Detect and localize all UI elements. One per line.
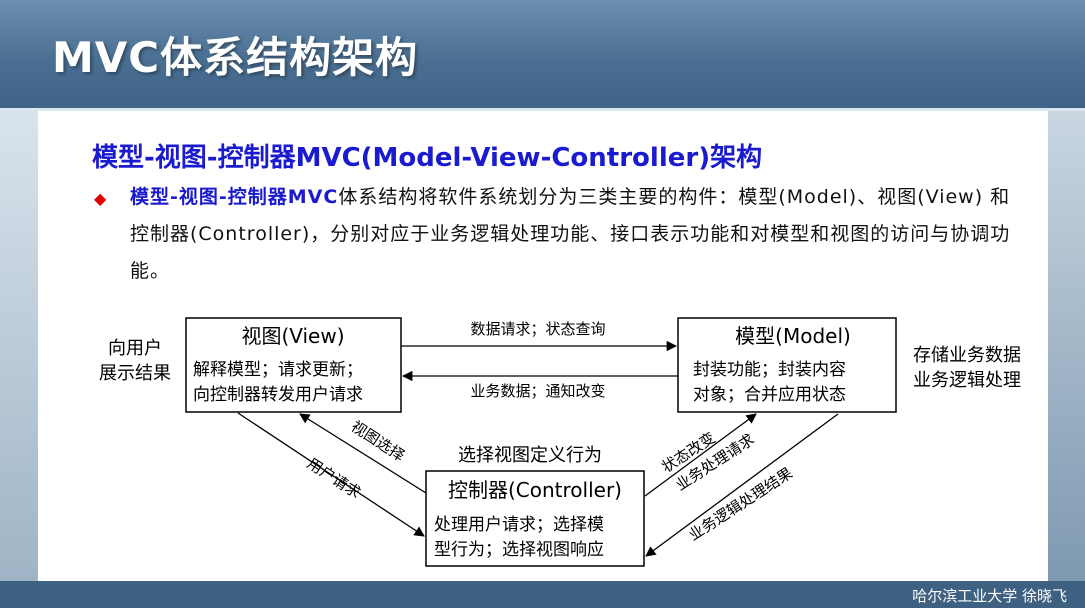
section-heading: 模型-视图-控制器MVC(Model-View-Controller)架构 [92,143,763,173]
controller-box-title: 控制器(Controller) [448,478,622,502]
arrow-controller-to-model [644,413,757,497]
arrow-view-to-controller [237,412,425,537]
view-box-line-2: 向控制器转发用户请求 [193,385,363,405]
label-above-controller: 选择视图定义行为 [458,445,602,466]
label-controller-to-view: 视图选择 [348,417,408,465]
left-note-line-2: 展示结果 [99,363,171,384]
controller-box-line-2: 型行为；选择视图响应 [434,540,604,560]
right-decor-band [1048,111,1085,581]
header-bar: MVC体系结构架构 [0,0,1085,111]
footer-credit: 哈尔滨工业大学 徐晓飞 [912,587,1067,605]
diamond-bullet-icon: ◆ [94,189,107,208]
label-view-to-model: 数据请求；状态查询 [470,320,605,338]
slide-title: MVC体系结构架构 [52,33,419,82]
label-view-to-controller: 用户请求 [304,454,364,502]
view-box-line-1: 解释模型；请求更新； [193,360,363,380]
view-component: 视图(View) 解释模型；请求更新； 向控制器转发用户请求 [185,317,402,413]
right-note-line-1: 存储业务数据 [913,345,1021,366]
view-box [185,317,402,413]
left-note-line-1: 向用户 [108,338,162,359]
arrow-model-to-controller [645,413,839,557]
bullet-paragraph: 模型-视图-控制器MVC体系结构将软件系统划分为三类主要的构件：模型(Model… [130,179,1018,290]
controller-box [425,470,645,567]
arrow-controller-to-view [299,413,427,494]
model-component: 模型(Model) 封装功能；封装内容 对象；合并应用状态 [677,317,897,413]
bullet-lead-text: 模型-视图-控制器MVC [130,186,339,208]
controller-box-line-1: 处理用户请求；选择模 [434,515,604,535]
mvc-diagram: 视图(View) 解释模型；请求更新； 向控制器转发用户请求 模型(Model)… [99,317,1021,567]
label-model-to-view: 业务数据；通知改变 [470,382,605,400]
right-note-line-2: 业务逻辑处理 [913,370,1021,391]
model-box-line-1: 封装功能；封装内容 [693,360,846,380]
model-box-line-2: 对象；合并应用状态 [693,385,846,405]
content-area: 模型-视图-控制器MVC(Model-View-Controller)架构 ◆ … [38,111,1048,581]
left-decor-band [0,111,38,581]
bullet-body-text: 体系结构将软件系统划分为三类主要的构件：模型(Model)、视图(View) 和… [130,186,1011,282]
footer-bar: 哈尔滨工业大学 徐晓飞 [0,581,1085,608]
controller-component: 控制器(Controller) 处理用户请求；选择模 型行为；选择视图响应 [425,470,645,567]
view-box-title: 视图(View) [241,324,344,348]
model-box [677,317,897,413]
model-box-title: 模型(Model) [735,324,851,348]
